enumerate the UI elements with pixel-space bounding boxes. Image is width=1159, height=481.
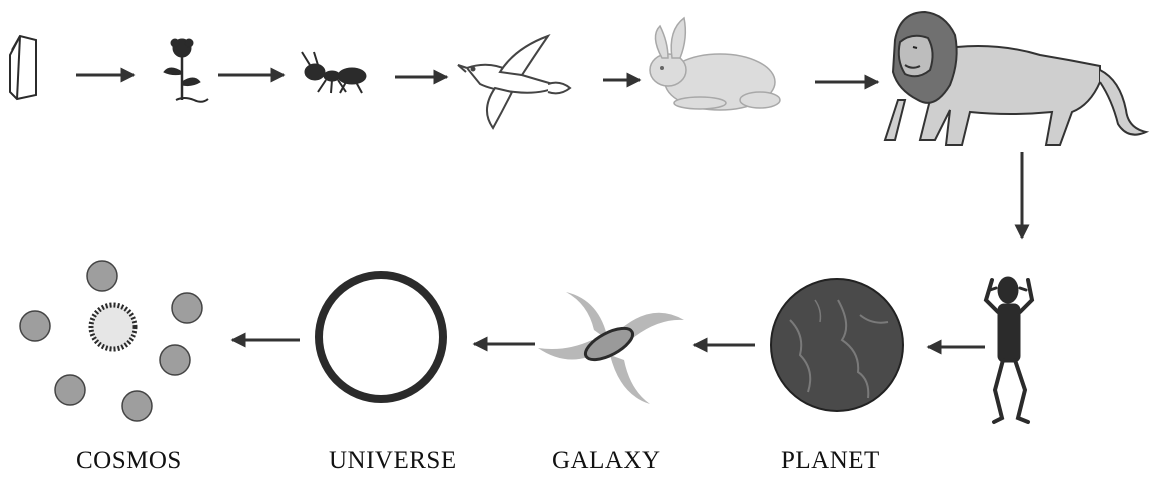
label-galaxy: GALAXY	[552, 448, 661, 473]
label-universe: UNIVERSE	[329, 448, 457, 473]
galaxy-icon	[538, 292, 684, 404]
lion-icon	[885, 12, 1146, 145]
crystal-icon	[10, 36, 36, 99]
ant-icon	[302, 52, 366, 93]
flower-icon	[164, 39, 208, 102]
label-planet: PLANET	[781, 448, 880, 473]
rabbit-icon	[650, 18, 780, 110]
human-icon	[986, 277, 1032, 422]
label-cosmos: COSMOS	[76, 448, 182, 473]
cosmos-icon	[20, 261, 202, 421]
universe-icon	[319, 275, 443, 399]
bird-icon	[458, 36, 570, 128]
planet-icon	[771, 279, 903, 411]
